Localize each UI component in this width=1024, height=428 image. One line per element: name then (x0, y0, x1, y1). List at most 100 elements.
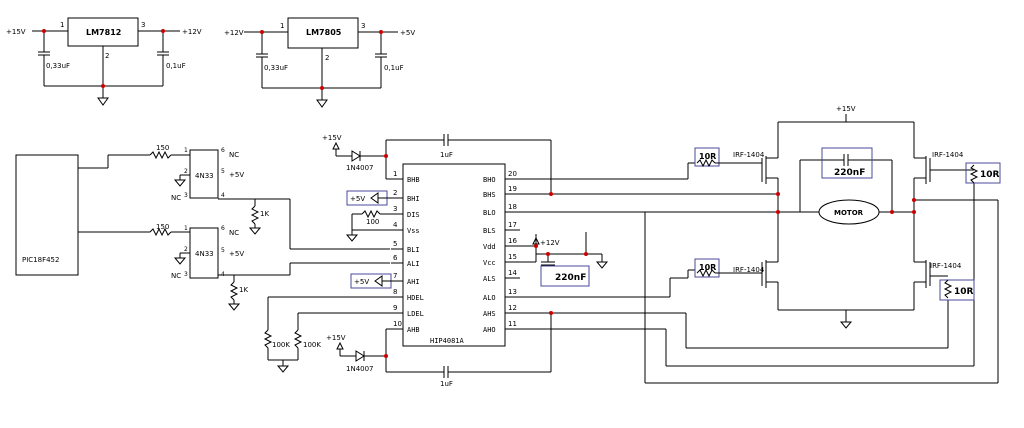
reg2-input-label: +12V (224, 29, 244, 37)
pin-name: AHI (407, 278, 420, 286)
svg-text:1K: 1K (239, 286, 248, 294)
pin-number: 16 (508, 237, 517, 245)
svg-text:5: 5 (221, 168, 225, 175)
opto1-rin: 150 (156, 144, 169, 152)
diode-bottom: 1N4007 (346, 365, 374, 373)
svg-text:+5V: +5V (229, 250, 244, 258)
svg-text:2: 2 (184, 168, 188, 175)
q1-label: IRF-1404 (733, 151, 765, 159)
pin-number: 2 (393, 189, 397, 197)
driver-left-pins: 1BHB2BHI3DIS4Vss5BLI6ALI7AHI8HDEL9LDEL10… (391, 170, 424, 334)
svg-text:6: 6 (221, 147, 225, 154)
svg-text:3: 3 (184, 192, 188, 199)
pin-number: 14 (508, 269, 517, 277)
delay-resistors: 100K 100K (263, 296, 403, 373)
vdd-supply: +12V 220nF (505, 232, 609, 287)
pic18f452-mcu: PIC18F452 (15, 154, 150, 276)
q3-label: IRF-1404 (932, 151, 964, 159)
pin-number: 15 (508, 253, 517, 261)
bhi-flag: +5V (346, 190, 403, 206)
pin-name: Vcc (483, 259, 496, 267)
svg-text:+15V: +15V (836, 105, 856, 113)
pin-number: 9 (393, 304, 397, 312)
opto2-part: 4N33 (195, 250, 214, 258)
pin-number: 11 (508, 320, 517, 328)
reg1-input-label: +15V (6, 28, 26, 36)
svg-text:3: 3 (184, 271, 188, 278)
svg-text:100: 100 (366, 218, 379, 226)
svg-text:+15V: +15V (326, 334, 346, 342)
svg-text:3: 3 (361, 22, 365, 30)
svg-text:10R: 10R (699, 152, 716, 161)
driver-part: HIP4081A (430, 337, 465, 345)
boot-cap-bottom: 1uF (440, 380, 453, 388)
pin-name: ALI (407, 260, 420, 268)
svg-text:5: 5 (221, 247, 225, 254)
pin-name: DIS (407, 211, 420, 219)
pin-name: BHO (483, 176, 496, 184)
svg-text:1: 1 (60, 21, 64, 29)
svg-text:1: 1 (184, 225, 188, 232)
reg1-part: LM7812 (86, 28, 121, 37)
svg-text:2: 2 (325, 54, 329, 62)
svg-text:+12V: +12V (540, 239, 560, 247)
optocoupler-bottom: 150 4N33 1 2 3 4 5 6 NC +5V NC 1K (149, 223, 390, 311)
reg1-cap-out: 0,1uF (166, 62, 186, 70)
pin-number: 5 (393, 240, 397, 248)
motor-cap-label: 220nF (834, 168, 865, 178)
q2-label: IRF-1404 (733, 266, 765, 274)
pin-number: 19 (508, 185, 517, 193)
ldel-res: 100K (303, 341, 321, 349)
pin-name: AHO (483, 326, 496, 334)
svg-text:NC: NC (229, 229, 239, 237)
svg-text:10R: 10R (699, 263, 716, 272)
pin-number: 1 (393, 170, 397, 178)
svg-text:2: 2 (105, 52, 109, 60)
pin-name: Vss (407, 227, 420, 235)
pin-number: 20 (508, 170, 517, 178)
pin-name: LDEL (407, 310, 424, 318)
pin-number: 12 (508, 304, 517, 312)
regulator-lm7812: +15V 1 LM7812 3 +12V 2 0,33uF 0,1uF (6, 17, 202, 106)
reg1-output-label: +12V (182, 28, 202, 36)
bootstrap-bottom: +15V 1N4007 1uF (326, 313, 552, 388)
opto2-rin: 150 (156, 223, 169, 231)
pin-name: AHS (483, 310, 496, 318)
optocoupler-top: 150 4N33 1 2 3 4 5 6 NC +5V NC 1K (149, 144, 390, 250)
h-bridge: +15V 10R IRF-1404 10R IRF-1404 IRF-14 (694, 105, 1001, 329)
svg-text:3: 3 (141, 21, 145, 29)
svg-text:NC: NC (171, 272, 181, 280)
reg2-output-label: +5V (400, 29, 415, 37)
reg2-cap-in: 0,33uF (264, 64, 288, 72)
pin-name: HDEL (407, 294, 424, 302)
pin-number: 3 (393, 205, 397, 213)
hdel-res: 100K (272, 341, 290, 349)
svg-text:+5V: +5V (229, 171, 244, 179)
pin-name: BHB (407, 176, 420, 184)
pin-name: AHB (407, 326, 420, 334)
ahi-flag: +5V (350, 273, 403, 289)
svg-text:2: 2 (184, 246, 188, 253)
svg-text:1: 1 (184, 147, 188, 154)
svg-text:+5V: +5V (354, 278, 369, 286)
pin-number: 7 (393, 272, 397, 280)
pin-number: 4 (393, 221, 398, 229)
regulator-lm7805: +12V 1 LM7805 3 +5V 2 0,33uF 0,1uF (224, 17, 415, 108)
boot-cap-top: 1uF (440, 151, 453, 159)
svg-text:10R: 10R (980, 170, 1000, 180)
svg-text:1K: 1K (260, 210, 269, 218)
pin-number: 13 (508, 288, 517, 296)
hip4081a-driver: HIP4081A (402, 163, 506, 347)
vdd-cap: 220nF (555, 273, 586, 283)
motor-label: MOTOR (834, 209, 864, 217)
svg-text:+5V: +5V (350, 195, 365, 203)
svg-text:6: 6 (221, 225, 225, 232)
pin-name: BHI (407, 195, 420, 203)
pin-number: 6 (393, 254, 398, 262)
mcu-label: PIC18F452 (22, 256, 59, 264)
dis-resistor: 100 (345, 209, 403, 242)
reg2-body (287, 17, 359, 49)
pin-name: BHS (483, 191, 496, 199)
reg1-cap-in: 0,33uF (46, 62, 70, 70)
svg-text:10R: 10R (954, 287, 974, 297)
